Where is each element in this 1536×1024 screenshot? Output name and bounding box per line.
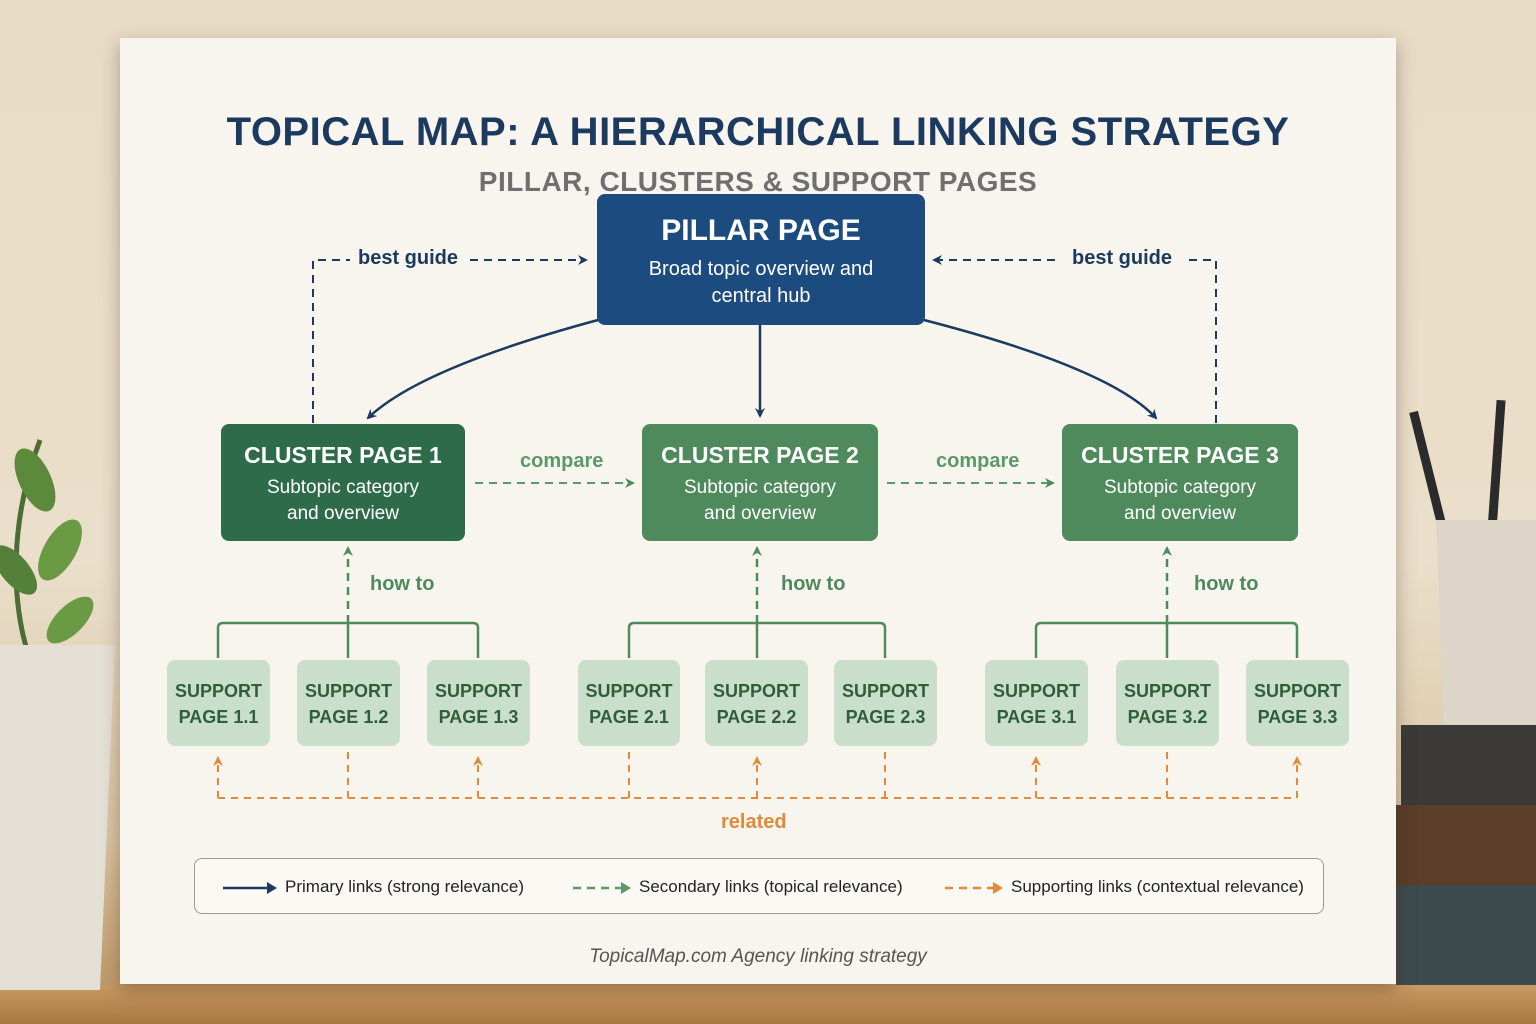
how-to-label-3: how to [1194, 573, 1259, 595]
support-page-2-1-node: SUPPORT PAGE 2.1 [578, 660, 680, 746]
legend-primary: Primary links (strong relevance) [223, 859, 524, 915]
legend-supporting: Supporting links (contextual relevance) [945, 859, 1304, 915]
related-label: related [721, 811, 787, 833]
support-bracket-1 [216, 621, 480, 658]
cluster-page-2-node: CLUSTER PAGE 2 Subtopic category and ove… [642, 424, 878, 541]
potted-plant-icon [0, 439, 115, 990]
desk-surface [0, 985, 1536, 1024]
cluster-3-heading: CLUSTER PAGE 3 [1081, 442, 1279, 468]
legend-primary-label: Primary links (strong relevance) [285, 877, 525, 896]
support-label: SUPPORT [304, 681, 392, 701]
support-page-3-1-node: SUPPORT PAGE 3.1 [985, 660, 1088, 746]
support-label: SUPPORT [841, 681, 929, 701]
best-guide-label-right: best guide [1072, 247, 1173, 269]
support-number: PAGE 2.3 [845, 707, 926, 727]
pillar-page-node: PILLAR PAGE Broad topic overview and cen… [597, 194, 925, 325]
diagram-subtitle: PILLAR, CLUSTERS & SUPPORT PAGES [478, 166, 1038, 197]
support-label: SUPPORT [992, 681, 1080, 701]
support-number: PAGE 1.2 [308, 707, 389, 727]
support-label: SUPPORT [585, 681, 673, 701]
legend-supporting-label: Supporting links (contextual relevance) [1011, 877, 1304, 896]
support-page-3-2-node: SUPPORT PAGE 3.2 [1116, 660, 1219, 746]
diagram-poster: TOPICAL MAP: A HIERARCHICAL LINKING STRA… [120, 38, 1396, 984]
support-number: PAGE 2.2 [716, 707, 797, 727]
support-number: PAGE 3.2 [1127, 707, 1208, 727]
support-label: SUPPORT [1253, 681, 1341, 701]
support-number: PAGE 3.3 [1257, 707, 1338, 727]
how-to-label-2: how to [781, 573, 846, 595]
cluster-1-desc-line1: Subtopic category [266, 477, 420, 498]
best-guide-link-left [312, 260, 586, 423]
support-page-1-2-node: SUPPORT PAGE 1.2 [297, 660, 400, 746]
primary-link-cluster-1 [366, 318, 599, 420]
cluster-3-desc-line1: Subtopic category [1103, 477, 1257, 498]
support-bracket-2 [627, 621, 887, 658]
support-label: SUPPORT [174, 681, 262, 701]
diagram-title: TOPICAL MAP: A HIERARCHICAL LINKING STRA… [226, 110, 1290, 154]
cluster-2-desc-line1: Subtopic category [683, 477, 837, 498]
support-number: PAGE 3.1 [996, 707, 1077, 727]
compare-label-2: compare [936, 450, 1020, 472]
cluster-2-desc-line2: and overview [704, 503, 816, 524]
support-page-2-3-node: SUPPORT PAGE 2.3 [834, 660, 937, 746]
compare-label-1: compare [520, 450, 604, 472]
cluster-1-desc-line2: and overview [287, 503, 399, 524]
support-label: SUPPORT [1123, 681, 1211, 701]
support-number: PAGE 1.3 [438, 707, 519, 727]
cluster-page-1-node: CLUSTER PAGE 1 Subtopic category and ove… [221, 424, 465, 541]
cluster-3-desc-line2: and overview [1124, 503, 1236, 524]
dashed-green-arrow-icon [573, 881, 631, 894]
primary-link-cluster-3 [923, 318, 1158, 420]
pillar-desc-line1: Broad topic overview and [648, 258, 874, 280]
best-guide-link-right [934, 260, 1217, 423]
support-page-3-3-node: SUPPORT PAGE 3.3 [1246, 660, 1349, 746]
how-to-label-1: how to [370, 573, 435, 595]
legend-secondary: Secondary links (topical relevance) [573, 859, 903, 915]
support-bracket-3 [1034, 621, 1299, 658]
footer-credit: TopicalMap.com Agency linking strategy [589, 946, 927, 967]
dashed-orange-arrow-icon [945, 881, 1003, 894]
solid-arrow-icon [223, 881, 277, 894]
support-page-1-3-node: SUPPORT PAGE 1.3 [427, 660, 530, 746]
support-number: PAGE 2.1 [589, 707, 669, 727]
pillar-heading: PILLAR PAGE [661, 214, 861, 247]
cluster-1-heading: CLUSTER PAGE 1 [244, 442, 442, 468]
pillar-desc-line2: central hub [711, 285, 811, 307]
legend: Primary links (strong relevance) Seconda… [194, 858, 1324, 914]
best-guide-label-left: best guide [358, 247, 459, 269]
cluster-2-heading: CLUSTER PAGE 2 [661, 442, 859, 468]
connector-lines [213, 38, 1302, 799]
support-page-2-2-node: SUPPORT PAGE 2.2 [705, 660, 808, 746]
cluster-page-3-node: CLUSTER PAGE 3 Subtopic category and ove… [1062, 424, 1298, 541]
support-number: PAGE 1.1 [178, 707, 259, 727]
book-stack-icon [1396, 725, 1536, 985]
support-label: SUPPORT [712, 681, 800, 701]
support-page-1-1-node: SUPPORT PAGE 1.1 [167, 660, 270, 746]
related-links [213, 750, 1302, 799]
support-label: SUPPORT [434, 681, 522, 701]
pen-holder-icon [1409, 400, 1536, 730]
legend-secondary-label: Secondary links (topical relevance) [639, 877, 903, 896]
